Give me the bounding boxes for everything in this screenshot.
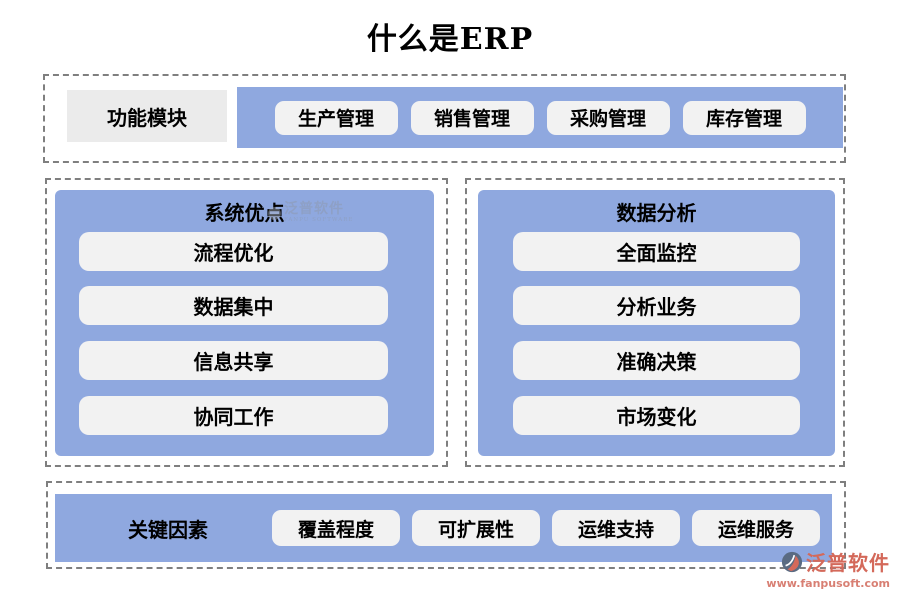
chip-full-monitoring[interactable]: 全面监控 <box>513 232 800 271</box>
key-factors-section: 关键因素 覆盖程度 可扩展性 运维支持 运维服务 <box>46 481 846 569</box>
chip-scalability[interactable]: 可扩展性 <box>412 510 540 546</box>
key-factors-bar: 关键因素 覆盖程度 可扩展性 运维支持 运维服务 <box>55 494 832 562</box>
chip-production-mgmt[interactable]: 生产管理 <box>274 100 398 135</box>
chip-data-centralization[interactable]: 数据集中 <box>79 286 388 325</box>
fanpu-logo-icon <box>781 551 803 573</box>
system-advantages-panel: 系统优点 泛普软件 FANPU SOFTWARE 流程优化 数据集中 信息共享 … <box>55 190 434 456</box>
chip-process-optimization[interactable]: 流程优化 <box>79 232 388 271</box>
data-analysis-title: 数据分析 <box>616 201 697 225</box>
chip-ops-service[interactable]: 运维服务 <box>692 510 820 546</box>
chip-info-sharing[interactable]: 信息共享 <box>79 341 388 380</box>
key-factors-chips: 覆盖程度 可扩展性 运维支持 运维服务 <box>272 510 820 546</box>
data-analysis-panel: 数据分析 全面监控 分析业务 准确决策 市场变化 <box>478 190 835 456</box>
chip-ops-support[interactable]: 运维支持 <box>552 510 680 546</box>
chip-purchase-mgmt[interactable]: 采购管理 <box>546 100 670 135</box>
fanpu-logo-name: 泛普软件 <box>806 551 890 575</box>
data-analysis-section: 数据分析 全面监控 分析业务 准确决策 市场变化 <box>465 178 845 467</box>
fanpu-logo: 泛普软件 www.fanpusoft.com <box>766 547 890 590</box>
chip-business-analysis[interactable]: 分析业务 <box>513 286 800 325</box>
system-advantages-title: 系统优点 <box>204 201 285 225</box>
chip-sales-mgmt[interactable]: 销售管理 <box>410 100 534 135</box>
function-modules-bar: 生产管理 销售管理 采购管理 库存管理 <box>237 87 843 148</box>
chip-inventory-mgmt[interactable]: 库存管理 <box>682 100 806 135</box>
chip-coverage[interactable]: 覆盖程度 <box>272 510 400 546</box>
function-modules-label: 功能模块 <box>67 90 227 142</box>
chip-market-changes[interactable]: 市场变化 <box>513 396 800 435</box>
system-advantages-section: 系统优点 泛普软件 FANPU SOFTWARE 流程优化 数据集中 信息共享 … <box>45 178 448 467</box>
chip-accurate-decisions[interactable]: 准确决策 <box>513 341 800 380</box>
key-factors-label: 关键因素 <box>128 517 208 542</box>
function-modules-section: 功能模块 生产管理 销售管理 采购管理 库存管理 <box>43 74 846 163</box>
chip-collaboration[interactable]: 协同工作 <box>79 396 388 435</box>
fanpu-logo-url: www.fanpusoft.com <box>766 577 890 590</box>
page-title: 什么是ERP <box>366 22 534 57</box>
